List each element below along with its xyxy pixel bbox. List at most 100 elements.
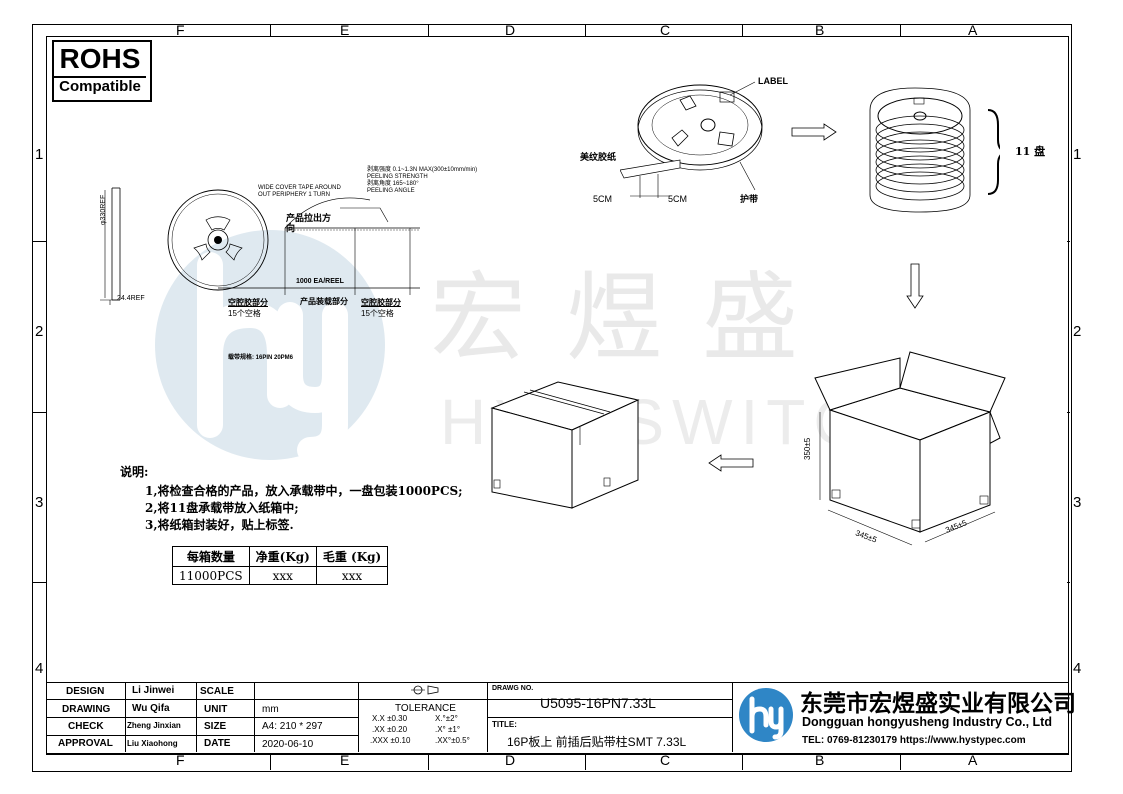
tol-angle: .X° ±1° bbox=[435, 725, 461, 734]
table-cell: 11000PCS bbox=[172, 566, 250, 585]
drawing-border bbox=[46, 36, 1069, 755]
unit-label: UNIT bbox=[204, 704, 228, 715]
row-label-right: 1 bbox=[1073, 146, 1082, 163]
title-block bbox=[46, 682, 1069, 754]
design-label: DESIGN bbox=[66, 686, 105, 697]
watermark-chinese: 宏煜盛 bbox=[430, 262, 838, 374]
arrow-left-icon bbox=[708, 454, 754, 472]
size-value: A4: 210 * 297 bbox=[262, 721, 323, 732]
tol-angle: .XX°±0.5° bbox=[435, 736, 470, 745]
dwg-no-label: DRAWG NO. bbox=[492, 685, 534, 692]
reel-stack-drawing bbox=[869, 87, 1000, 213]
unit-value: mm bbox=[262, 704, 279, 715]
quantity-per-reel: 1000 EA/REEL bbox=[296, 278, 344, 285]
col-label-top: E bbox=[340, 22, 350, 38]
peel-angle: PEELING ANGLE bbox=[367, 188, 415, 194]
note-line: 1,将检查合格的产品，放入承载带中，一盘包装1000PCS; bbox=[145, 484, 463, 498]
note-line: 3,将纸箱封装好，贴上标签. bbox=[145, 518, 294, 532]
tolerance-title: TOLERANCE bbox=[395, 703, 456, 714]
row-label-left: 2 bbox=[35, 323, 44, 340]
row-label-left: 1 bbox=[35, 146, 44, 163]
protect-tape-label: 护带 bbox=[740, 194, 759, 204]
projection-symbol-icon bbox=[411, 685, 439, 695]
col-label-bottom: B bbox=[815, 752, 825, 768]
approval-value: Liu Xiaohong bbox=[127, 739, 178, 748]
peel-angle-cn: 剥离角度 165~180° bbox=[367, 181, 419, 187]
tol-linear: X.X ±0.30 bbox=[372, 714, 408, 723]
table-header: 每箱数量 bbox=[172, 546, 250, 567]
tol-linear: .XX ±0.20 bbox=[372, 725, 408, 734]
rohs-subtitle: Compatible bbox=[59, 78, 141, 95]
empty-right-count: 15个空格 bbox=[361, 309, 394, 318]
design-value: Li Jinwei bbox=[132, 685, 175, 696]
col-label-top: D bbox=[505, 22, 516, 38]
label-text: LABEL bbox=[758, 76, 788, 86]
row-label-left: 3 bbox=[35, 494, 44, 511]
col-label-bottom: C bbox=[660, 752, 671, 768]
pull-direction-label: 产品拉出方向 bbox=[286, 213, 332, 233]
table-cell: xxx bbox=[315, 566, 389, 585]
tol-angle: X.°±2° bbox=[435, 714, 458, 723]
empty-left-label: 空腔胶部分 bbox=[228, 298, 268, 307]
tol-linear: .XXX ±0.10 bbox=[370, 736, 411, 745]
title-value: 16P板上 前插后贴带柱SMT 7.33L bbox=[507, 735, 687, 749]
tape-spec: 载带规格: 16PIN 20PM6 bbox=[228, 355, 294, 361]
check-value: Zheng Jinxian bbox=[127, 721, 181, 730]
col-label-bottom: F bbox=[176, 752, 185, 768]
outer-frame bbox=[32, 24, 1072, 772]
dim-5cm-1: 5CM bbox=[593, 194, 613, 204]
row-label-right: 4 bbox=[1073, 660, 1082, 677]
title-label: TITLE: bbox=[492, 720, 517, 729]
scale-label: SCALE bbox=[200, 686, 234, 697]
arrow-down-icon bbox=[906, 263, 924, 309]
row-label-right: 2 bbox=[1073, 323, 1082, 340]
col-label-top: B bbox=[815, 22, 825, 38]
dwg-no-value: U5095-16PN7.33L bbox=[540, 695, 656, 711]
col-label-bottom: D bbox=[505, 752, 516, 768]
arrow-right-icon bbox=[791, 123, 837, 141]
tape-cn-label: 美纹胶纸 bbox=[580, 152, 617, 162]
loaded-label: 产品装载部分 bbox=[300, 297, 348, 306]
col-label-top: F bbox=[176, 22, 185, 38]
table-header: 毛重 (Kg) bbox=[315, 546, 389, 567]
drawing-label: DRAWING bbox=[62, 704, 111, 715]
notes-title: 说明: bbox=[120, 465, 149, 479]
approval-label: APPROVAL bbox=[58, 738, 113, 749]
closed-box-drawing bbox=[490, 381, 640, 509]
col-label-bottom: E bbox=[340, 752, 350, 768]
watermark-logo-icon bbox=[155, 230, 385, 463]
width-dim: 24.4REF bbox=[117, 295, 145, 302]
peel-strength: PEELING STRENGTH bbox=[367, 174, 428, 180]
rohs-title: ROHS bbox=[54, 42, 146, 78]
date-value: 2020-06-10 bbox=[262, 739, 314, 750]
row-label-left: 4 bbox=[35, 660, 44, 677]
open-box-drawing bbox=[814, 351, 1006, 546]
reel-count-label: 11 盘 bbox=[1015, 145, 1046, 158]
company-contact: TEL: 0769-81230179 https://www.hystypec.… bbox=[802, 735, 1026, 746]
company-name-en: Dongguan hongyusheng Industry Co., Ltd bbox=[802, 715, 1052, 729]
check-label: CHECK bbox=[68, 721, 104, 732]
company-name-cn: 东莞市宏煜盛实业有限公司 bbox=[800, 691, 1076, 717]
reel-3d-drawing bbox=[620, 81, 763, 198]
row-label-right: 3 bbox=[1073, 494, 1082, 511]
size-label: SIZE bbox=[204, 721, 227, 732]
col-label-bottom: A bbox=[968, 752, 978, 768]
empty-left-count: 15个空格 bbox=[228, 309, 261, 318]
empty-right-label: 空腔胶部分 bbox=[361, 298, 401, 307]
diameter-dim: φ330REF bbox=[100, 194, 107, 225]
table-header: 净重(Kg) bbox=[248, 546, 317, 567]
date-label: DATE bbox=[204, 738, 231, 749]
col-label-top: C bbox=[660, 22, 671, 38]
col-label-top: A bbox=[968, 22, 978, 38]
cover-tape-note: WIDE COVER TAPE AROUND OUT PERIPHERY 1 T… bbox=[258, 185, 341, 198]
packing-table: 每箱数量 净重(Kg) 毛重 (Kg) 11000PCS xxx xxx bbox=[172, 546, 389, 585]
peel-force: 剥离强度 0.1~1.3N MAX(300±10mm/min) bbox=[367, 167, 478, 173]
company-logo-icon bbox=[739, 688, 793, 742]
table-cell: xxx bbox=[248, 566, 317, 585]
rohs-badge: ROHS Compatible bbox=[52, 40, 152, 102]
reel-tape-drawing bbox=[100, 187, 420, 305]
dim-5cm-2: 5CM bbox=[668, 194, 688, 204]
box-height-dim: 350±5 bbox=[803, 437, 812, 460]
note-line: 2,将11盘承载带放入纸箱中; bbox=[145, 501, 299, 515]
drawing-value: Wu Qifa bbox=[132, 703, 170, 714]
